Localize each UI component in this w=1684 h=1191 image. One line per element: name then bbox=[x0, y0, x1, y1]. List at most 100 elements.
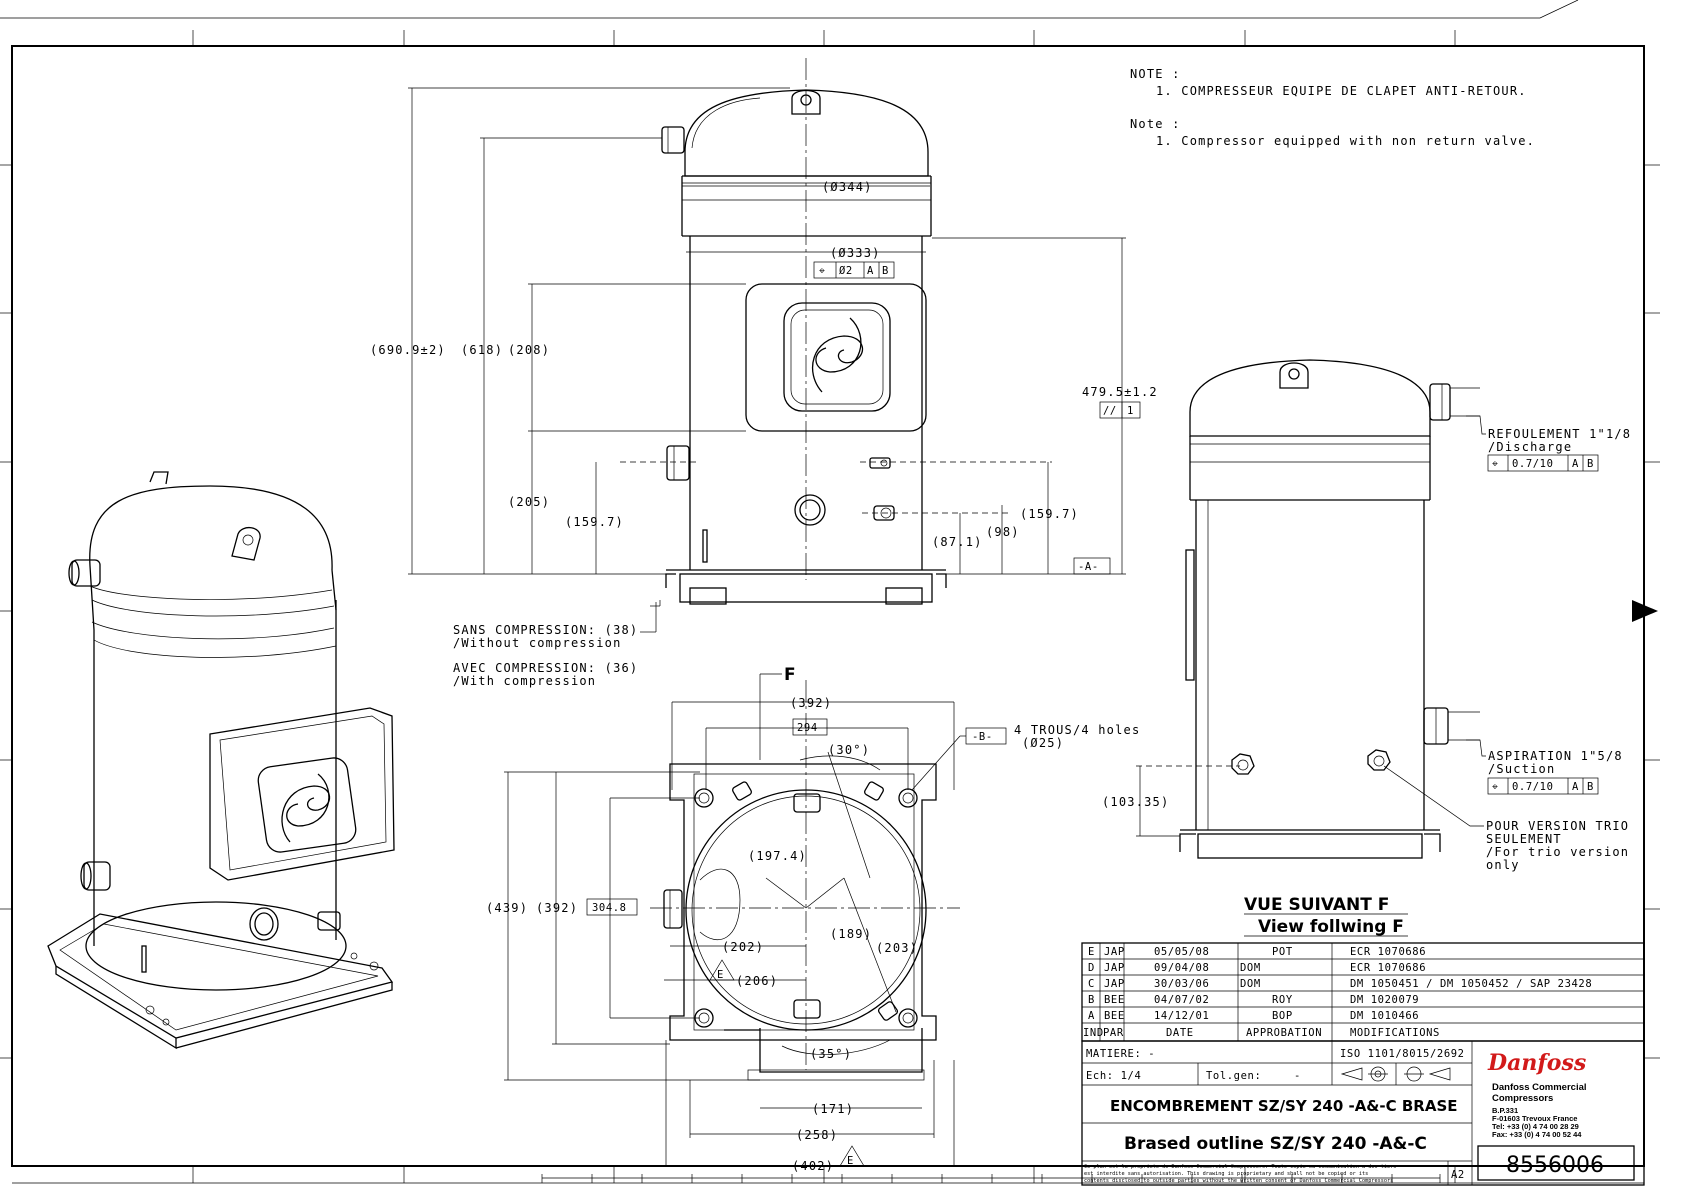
telephone: Tel: +33 (0) 4 74 00 28 29 bbox=[1492, 1122, 1579, 1131]
front-view-dimensions: (690.9±2) (618) (208) (205) (159.7) (159… bbox=[370, 87, 1157, 575]
trio-label-2: SEULEMENT bbox=[1486, 832, 1562, 846]
dim-total-height: (690.9±2) bbox=[370, 343, 446, 357]
svg-text:PAR: PAR bbox=[1103, 1027, 1124, 1039]
svg-text:DM 1050451 / DM 1050452 / SAP: DM 1050451 / DM 1050452 / SAP 23428 bbox=[1350, 978, 1592, 990]
svg-text:BEE: BEE bbox=[1104, 1010, 1125, 1022]
view-title: VUE SUIVANT F View follwing F bbox=[1244, 895, 1408, 937]
danfoss-logo: Danfoss bbox=[1487, 1050, 1586, 1076]
revision-marker-e-2: E bbox=[839, 1145, 865, 1167]
svg-text:1: 1 bbox=[1127, 405, 1134, 417]
avec-compression: AVEC COMPRESSION: (36) bbox=[453, 661, 638, 675]
svg-text:DM 1020079: DM 1020079 bbox=[1350, 994, 1419, 1006]
svg-text:E: E bbox=[1088, 946, 1095, 958]
svg-text:0.7/10: 0.7/10 bbox=[1512, 458, 1554, 470]
company-name-2: Compressors bbox=[1492, 1093, 1553, 1104]
dim-392-left: (392) bbox=[536, 901, 578, 915]
svg-text:A: A bbox=[1088, 1010, 1095, 1022]
side-view: (103.35) REFOULEMENT 1"1/8 /Discharge ⌖ … bbox=[1102, 359, 1631, 872]
format-label: A2 bbox=[1451, 1169, 1465, 1181]
dim-205: (205) bbox=[508, 495, 550, 509]
dim-30deg: (30°) bbox=[828, 743, 870, 757]
iso-label: ISO 1101/8015/2692 bbox=[1340, 1048, 1465, 1060]
sans-compression: SANS COMPRESSION: (38) bbox=[453, 623, 638, 637]
svg-text:A: A bbox=[1572, 458, 1579, 470]
dim-159-left: (159.7) bbox=[565, 515, 624, 529]
matiere-label: MATIERE: - bbox=[1086, 1048, 1155, 1060]
gdt-position-frame: ⌖ Ø2 A B bbox=[813, 261, 895, 279]
dim-35deg: (35°) bbox=[810, 1047, 852, 1061]
svg-text:30/03/06: 30/03/06 bbox=[1154, 978, 1209, 990]
svg-text:D: D bbox=[1088, 962, 1095, 974]
trio-label-3: /For trio version bbox=[1486, 845, 1629, 859]
title-en: Brased outline SZ/SY 240 -A&-C bbox=[1124, 1134, 1427, 1154]
bottom-view bbox=[650, 680, 960, 1081]
compression-notes: SANS COMPRESSION: (38) /Without compress… bbox=[453, 600, 661, 688]
notes-block: NOTE : 1. COMPRESSEUR EQUIPE DE CLAPET A… bbox=[1130, 67, 1535, 148]
svg-text:Ø2: Ø2 bbox=[839, 265, 853, 277]
front-view bbox=[620, 58, 1052, 605]
discharge-label: REFOULEMENT 1"1/8 bbox=[1488, 427, 1631, 441]
svg-text:⌖: ⌖ bbox=[1492, 781, 1499, 793]
dim-159-right: (159.7) bbox=[1020, 507, 1079, 521]
svg-text:⌖: ⌖ bbox=[1492, 458, 1499, 470]
dim-402: (402) bbox=[792, 1159, 834, 1173]
centering-arrow-icon bbox=[1632, 600, 1658, 622]
svg-text:JAP: JAP bbox=[1104, 962, 1125, 974]
svg-text:BOP: BOP bbox=[1272, 1010, 1293, 1022]
svg-text:B: B bbox=[1088, 994, 1095, 1006]
svg-text:B: B bbox=[1587, 781, 1594, 793]
svg-text:ECR 1070686: ECR 1070686 bbox=[1350, 946, 1426, 958]
company-name-1: Danfoss Commercial bbox=[1492, 1082, 1587, 1093]
svg-text:A: A bbox=[1572, 781, 1579, 793]
svg-text:-A-: -A- bbox=[1078, 561, 1099, 573]
svg-text:⌖: ⌖ bbox=[819, 265, 826, 277]
note-fr-text: 1. COMPRESSEUR EQUIPE DE CLAPET ANTI-RET… bbox=[1156, 84, 1527, 98]
dim-189: (189) bbox=[830, 927, 872, 941]
legal-line-1: Ce plan est la propriete de Danfoss Comm… bbox=[1084, 1164, 1396, 1170]
isometric-view bbox=[47, 471, 395, 1050]
datum-b: -B- bbox=[972, 731, 993, 743]
drawing-number: 8556006 bbox=[1506, 1153, 1604, 1178]
svg-text:B: B bbox=[882, 265, 889, 277]
svg-text:DATE: DATE bbox=[1166, 1027, 1194, 1039]
gdt-parallel-frame: // 1 bbox=[1099, 401, 1141, 419]
fax: Fax: +33 (0) 4 74 00 52 44 bbox=[1492, 1130, 1582, 1139]
dim-202: (202) bbox=[722, 940, 764, 954]
svg-text:B: B bbox=[1587, 458, 1594, 470]
svg-text:05/05/08: 05/05/08 bbox=[1154, 946, 1209, 958]
dim-203: (203) bbox=[876, 941, 918, 955]
projection-symbol-icon bbox=[1340, 1063, 1451, 1085]
revision-table: E JAP 05/05/08 POT ECR 1070686 D JAP 09/… bbox=[1081, 942, 1645, 1042]
svg-text:0.7/10: 0.7/10 bbox=[1512, 781, 1554, 793]
tolgen-value: - bbox=[1294, 1070, 1301, 1082]
title-fr: ENCOMBREMENT SZ/SY 240 -A&-C BRASE bbox=[1110, 1097, 1458, 1115]
note-en-text: 1. Compressor equipped with non return v… bbox=[1156, 134, 1535, 148]
view-f-label: F bbox=[784, 665, 796, 685]
legal-line-3: contents disclosed to outside parties wi… bbox=[1084, 1178, 1393, 1184]
svg-text:ECR 1070686: ECR 1070686 bbox=[1350, 962, 1426, 974]
svg-text:BEE: BEE bbox=[1104, 994, 1125, 1006]
trio-label-4: only bbox=[1486, 858, 1520, 872]
dim-87: (87.1) bbox=[932, 535, 983, 549]
svg-text:04/07/02: 04/07/02 bbox=[1154, 994, 1209, 1006]
dim-206: (206) bbox=[736, 974, 778, 988]
svg-text://: // bbox=[1103, 405, 1117, 417]
dim-258: (258) bbox=[796, 1128, 838, 1142]
svg-text:JAP: JAP bbox=[1104, 978, 1125, 990]
address-2: F-01603 Trevoux France bbox=[1492, 1114, 1577, 1123]
dim-439: (439) bbox=[486, 901, 528, 915]
svg-text:E: E bbox=[847, 1155, 854, 1167]
svg-text:POT: POT bbox=[1272, 946, 1293, 958]
holes-diameter: (Ø25) bbox=[1022, 736, 1064, 750]
note-en-heading: Note : bbox=[1130, 117, 1181, 131]
trio-label-1: POUR VERSION TRIO bbox=[1486, 819, 1629, 833]
suction-label-en: /Suction bbox=[1488, 762, 1555, 776]
address-1: B.P.331 bbox=[1492, 1106, 1518, 1115]
dim-618: (618) bbox=[461, 343, 503, 357]
dim-197: (197.4) bbox=[748, 849, 807, 863]
dim-shell-diameter: (Ø333) bbox=[830, 246, 881, 260]
view-title-en: View follwing F bbox=[1258, 917, 1404, 937]
dim-304: 304.8 bbox=[592, 902, 627, 914]
svg-text:APPROBATION: APPROBATION bbox=[1246, 1027, 1322, 1039]
svg-text:14/12/01: 14/12/01 bbox=[1154, 1010, 1209, 1022]
